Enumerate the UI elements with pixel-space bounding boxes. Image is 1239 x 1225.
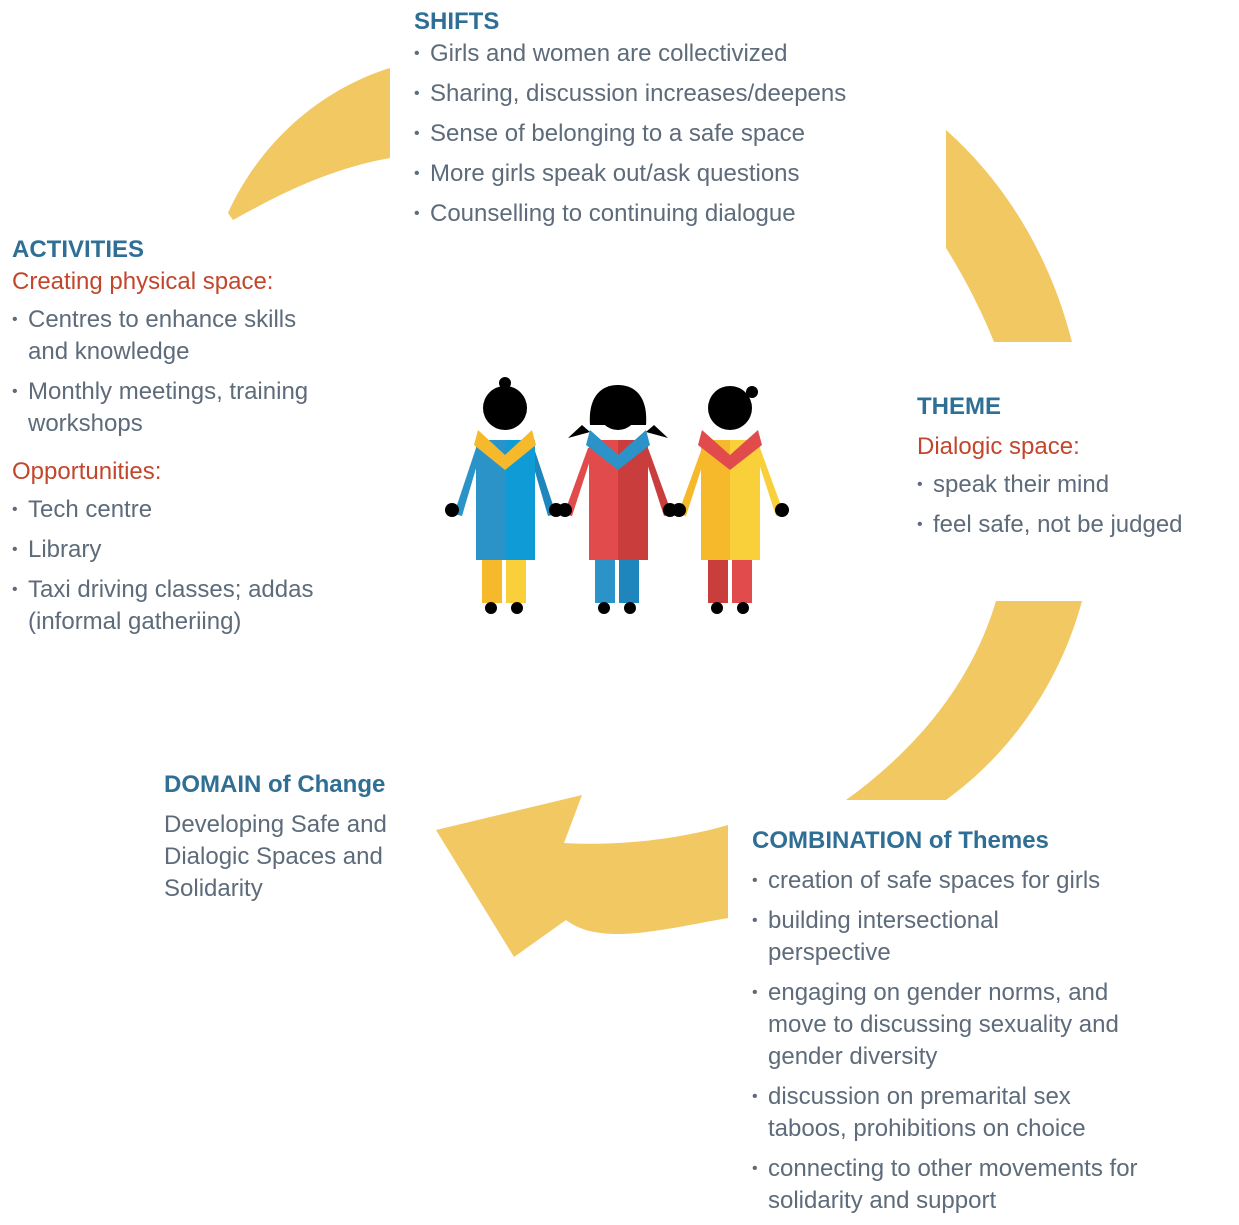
theme-list: speak their mind feel safe, not be judge…: [917, 469, 1237, 541]
list-item: Taxi driving classes; addas (informal ga…: [12, 574, 388, 638]
activities-section: ACTIVITIES Creating physical space: Cent…: [12, 234, 313, 646]
list-item: More girls speak out/ask questions: [414, 158, 974, 190]
girl-figure-yellow-icon: [672, 386, 789, 614]
list-item: Sense of belonging to a safe space: [414, 118, 974, 150]
domain-section: DOMAIN of Change Developing Safe and Dia…: [164, 769, 434, 905]
combination-section: COMBINATION of Themes creation of safe s…: [752, 825, 1172, 1225]
list-item: Monthly meetings, training workshops: [12, 376, 312, 440]
activities-title: ACTIVITIES: [12, 236, 145, 263]
list-item: Counselling to continuing dialogue: [414, 198, 974, 230]
girl-figure-blue-icon: [445, 377, 563, 614]
shifts-title: SHIFTS: [414, 8, 500, 35]
shifts-section: SHIFTS Girls and women are collectivized…: [414, 6, 974, 238]
cycle-arrow-head: [436, 795, 728, 957]
activities-physical-list: Centres to enhance skills and knowledge …: [12, 304, 312, 440]
cycle-arrow-bottom-right: [846, 601, 1082, 800]
activities-opportunities-list: Tech centre Library Taxi driving classes…: [12, 494, 313, 638]
activities-physical-label: Creating physical space:: [12, 268, 274, 295]
list-item: feel safe, not be judged: [917, 509, 1237, 541]
list-item: engaging on gender norms, and move to di…: [752, 977, 1148, 1073]
theme-title: THEME: [917, 393, 1001, 420]
list-item: building intersectional perspective: [752, 905, 1058, 969]
combination-list: creation of safe spaces for girls buildi…: [752, 865, 1172, 1217]
combination-title: COMBINATION of Themes: [752, 827, 1049, 854]
shifts-list: Girls and women are collectivized Sharin…: [414, 38, 974, 230]
list-item: creation of safe spaces for girls: [752, 865, 1172, 897]
list-item: Library: [12, 534, 312, 566]
list-item: Girls and women are collectivized: [414, 38, 974, 70]
theme-section: THEME Dialogic space: speak their mind f…: [917, 391, 1237, 549]
girl-figure-red-icon: [558, 385, 677, 614]
domain-title: DOMAIN of Change: [164, 771, 386, 798]
list-item: discussion on premarital sex taboos, pro…: [752, 1081, 1148, 1145]
list-item: Tech centre: [12, 494, 312, 526]
list-item: Centres to enhance skills and knowledge: [12, 304, 312, 368]
theme-label: Dialogic space:: [917, 433, 1080, 460]
cycle-arrow-top-left: [228, 68, 390, 220]
list-item: Sharing, discussion increases/deepens: [414, 78, 974, 110]
domain-text: Developing Safe and Dialogic Spaces and …: [164, 811, 387, 902]
activities-opportunities-label: Opportunities:: [12, 458, 162, 485]
list-item: connecting to other movements for solida…: [752, 1153, 1168, 1217]
cycle-arrow-top-right: [946, 130, 1072, 342]
list-item: speak their mind: [917, 469, 1237, 501]
